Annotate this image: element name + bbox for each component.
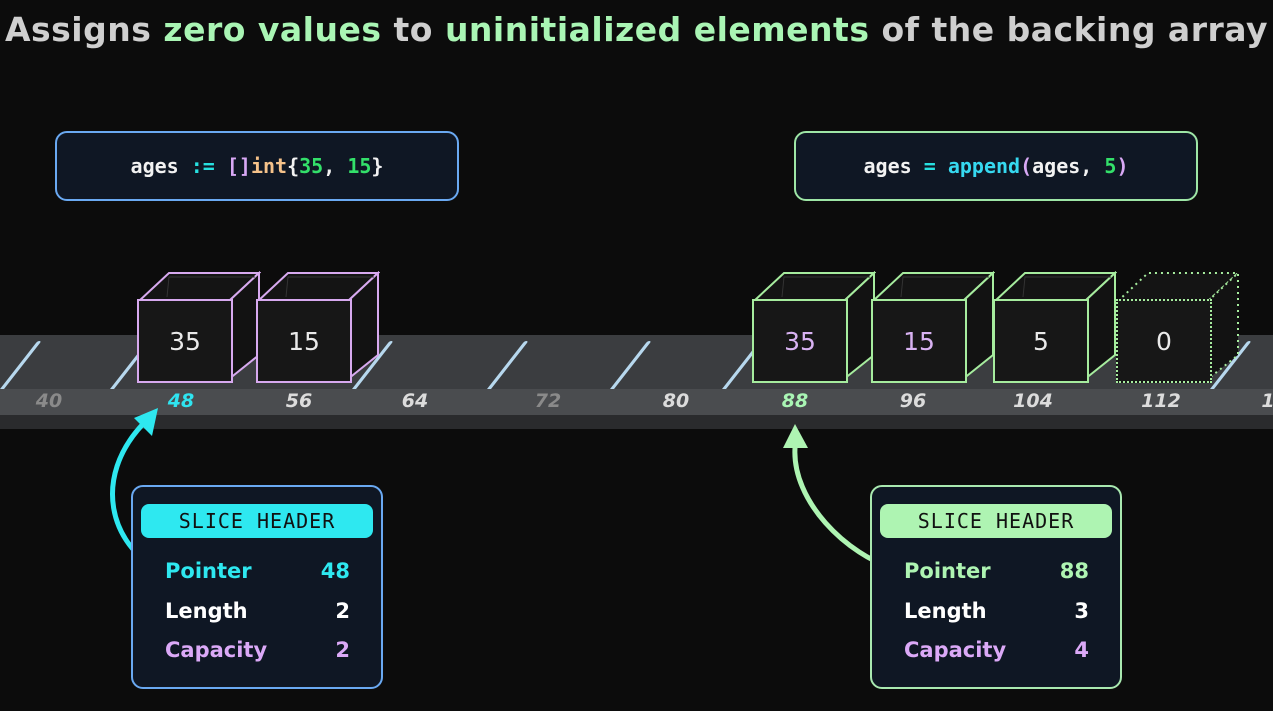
- array-cell: 15: [256, 271, 380, 383]
- array-cell: 35: [752, 271, 876, 383]
- arrow-head-left: [134, 408, 158, 436]
- address-label: 80: [662, 390, 690, 412]
- arrow-head-right: [783, 424, 808, 448]
- address-label: 72: [534, 390, 562, 412]
- code-snippet-initialize: ages := []int{35, 15}: [55, 131, 459, 201]
- array-cell: 15: [871, 271, 995, 383]
- address-label: 1: [1238, 390, 1273, 412]
- address-label: 88: [781, 390, 809, 412]
- address-label: 112: [1141, 390, 1181, 412]
- address-label: 56: [285, 390, 313, 412]
- address-label: 96: [899, 390, 927, 412]
- address-label: 104: [1013, 390, 1053, 412]
- address-strip: [0, 389, 1273, 429]
- code-snippet-append: ages = append(ages, 5): [794, 131, 1198, 201]
- address-label: 64: [401, 390, 429, 412]
- array-cell: 5: [993, 271, 1117, 383]
- array-cell-zero-value: 0: [1116, 271, 1240, 383]
- slice-header-title: SLICE HEADER: [880, 504, 1112, 538]
- slice-header-title: SLICE HEADER: [141, 504, 373, 538]
- address-label: 40: [35, 390, 63, 412]
- array-cell: 35: [137, 271, 261, 383]
- page-title: Assigns zero values to uninitialized ele…: [4, 10, 1269, 49]
- address-label: 48: [167, 390, 195, 412]
